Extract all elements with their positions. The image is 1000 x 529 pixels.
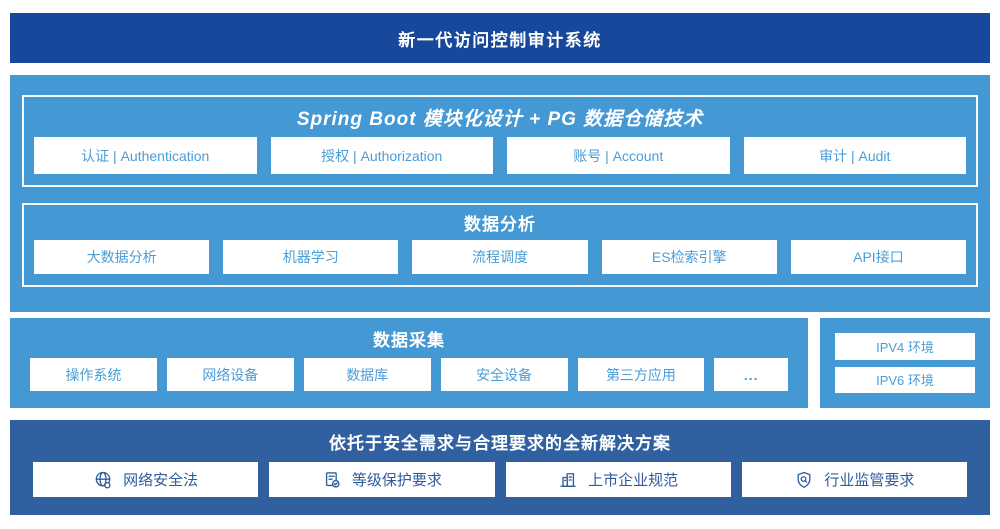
analysis-module-es: ES检索引擎 [601,240,777,274]
solution-section-title: 依托于安全需求与合理要求的全新解决方案 [329,433,671,453]
collection-section-title: 数据采集 [373,330,445,350]
collection-module-row: 操作系统 网络设备 数据库 安全设备 第三方应用 ... [30,358,788,391]
solution-item-cybersecurity-law: 网络安全法 [33,462,259,497]
solution-item-label: 上市企业规范 [588,472,679,489]
platform-section-title: Spring Boot 模块化设计 + PG 数据仓储技术 [296,108,704,130]
collection-module-more: ... [714,358,788,391]
solution-section: 依托于安全需求与合理要求的全新解决方案 网络安全法 [10,420,990,515]
platform-section: Spring Boot 模块化设计 + PG 数据仓储技术 认证 | Authe… [22,95,978,187]
platform-module-account: 账号 | Account [507,137,730,174]
platform-module-authentication: 认证 | Authentication [34,137,257,174]
platform-module-authorization: 授权 | Authorization [270,137,493,174]
solution-item-listed-company: 上市企业规范 [505,462,731,497]
doc-check-icon [322,470,342,490]
solution-item-label: 行业监管要求 [824,472,915,489]
analysis-section: 数据分析 大数据分析 机器学习 流程调度 ES检索引擎 API接口 [22,203,978,287]
collection-module-os: 操作系统 [30,358,157,391]
globe-icon [93,470,113,490]
collection-module-network: 网络设备 [166,358,294,391]
analysis-module-row: 大数据分析 机器学习 流程调度 ES检索引擎 API接口 [34,240,967,274]
page-title: 新一代访问控制审计系统 [398,30,602,50]
solution-item-label: 等级保护要求 [351,472,442,489]
collection-module-thirdparty: 第三方应用 [577,358,705,391]
analysis-module-ml: 机器学习 [223,240,399,274]
platform-container: Spring Boot 模块化设计 + PG 数据仓储技术 认证 | Authe… [10,75,990,312]
environment-ipv4: IPV4 环境 [835,333,975,360]
analysis-module-api: API接口 [790,240,967,274]
solution-item-label: 网络安全法 [123,472,199,489]
solution-item-industry-regulation: 行业监管要求 [741,462,967,497]
environment-ipv6: IPV6 环境 [835,366,975,393]
solution-item-classified-protection: 等级保护要求 [269,462,495,497]
collection-module-database: 数据库 [303,358,431,391]
building-icon [558,470,578,490]
collection-section: 数据采集 操作系统 网络设备 数据库 安全设备 第三方应用 ... [10,318,808,408]
solution-item-row: 网络安全法 等级保护要求 [33,462,967,497]
environment-section: IPV4 环境 IPV6 环境 [820,318,990,408]
analysis-module-bigdata: 大数据分析 [34,240,210,274]
platform-module-row: 认证 | Authentication 授权 | Authorization 账… [34,137,966,174]
shield-search-icon [794,470,814,490]
platform-module-audit: 审计 | Audit [743,137,966,174]
collection-module-security: 安全设备 [440,358,568,391]
header-banner: 新一代访问控制审计系统 [10,13,990,63]
analysis-module-scheduler: 流程调度 [412,240,588,274]
analysis-section-title: 数据分析 [464,215,536,234]
